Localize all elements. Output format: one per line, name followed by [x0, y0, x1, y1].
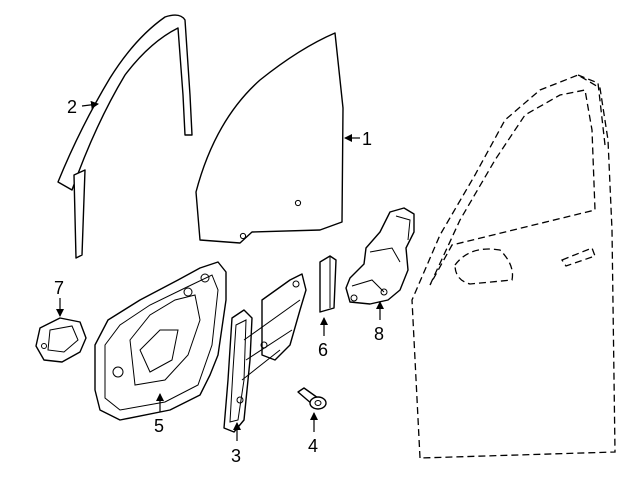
part-6-filler	[319, 255, 337, 313]
callout-4: 4	[308, 436, 318, 456]
callout-5: 5	[154, 416, 164, 436]
part-5-door-module	[94, 261, 227, 421]
callout-8: 8	[374, 324, 384, 344]
callouts: 1 2 3 4 5 6 7 8	[54, 97, 384, 466]
callout-6: 6	[318, 340, 328, 360]
part-3-window-regulator	[223, 273, 307, 433]
callout-2: 2	[67, 97, 77, 117]
part-8-regulator-motor	[345, 207, 415, 305]
part-4-bolt	[297, 387, 327, 410]
part-7-switch	[35, 317, 87, 363]
part-2-run-channel	[57, 14, 193, 259]
door-outline	[411, 74, 616, 459]
callout-3: 3	[231, 446, 241, 466]
leader-lines	[56, 100, 384, 441]
callout-1: 1	[362, 129, 372, 149]
callout-7: 7	[54, 278, 64, 298]
part-1-door-glass	[195, 32, 344, 244]
